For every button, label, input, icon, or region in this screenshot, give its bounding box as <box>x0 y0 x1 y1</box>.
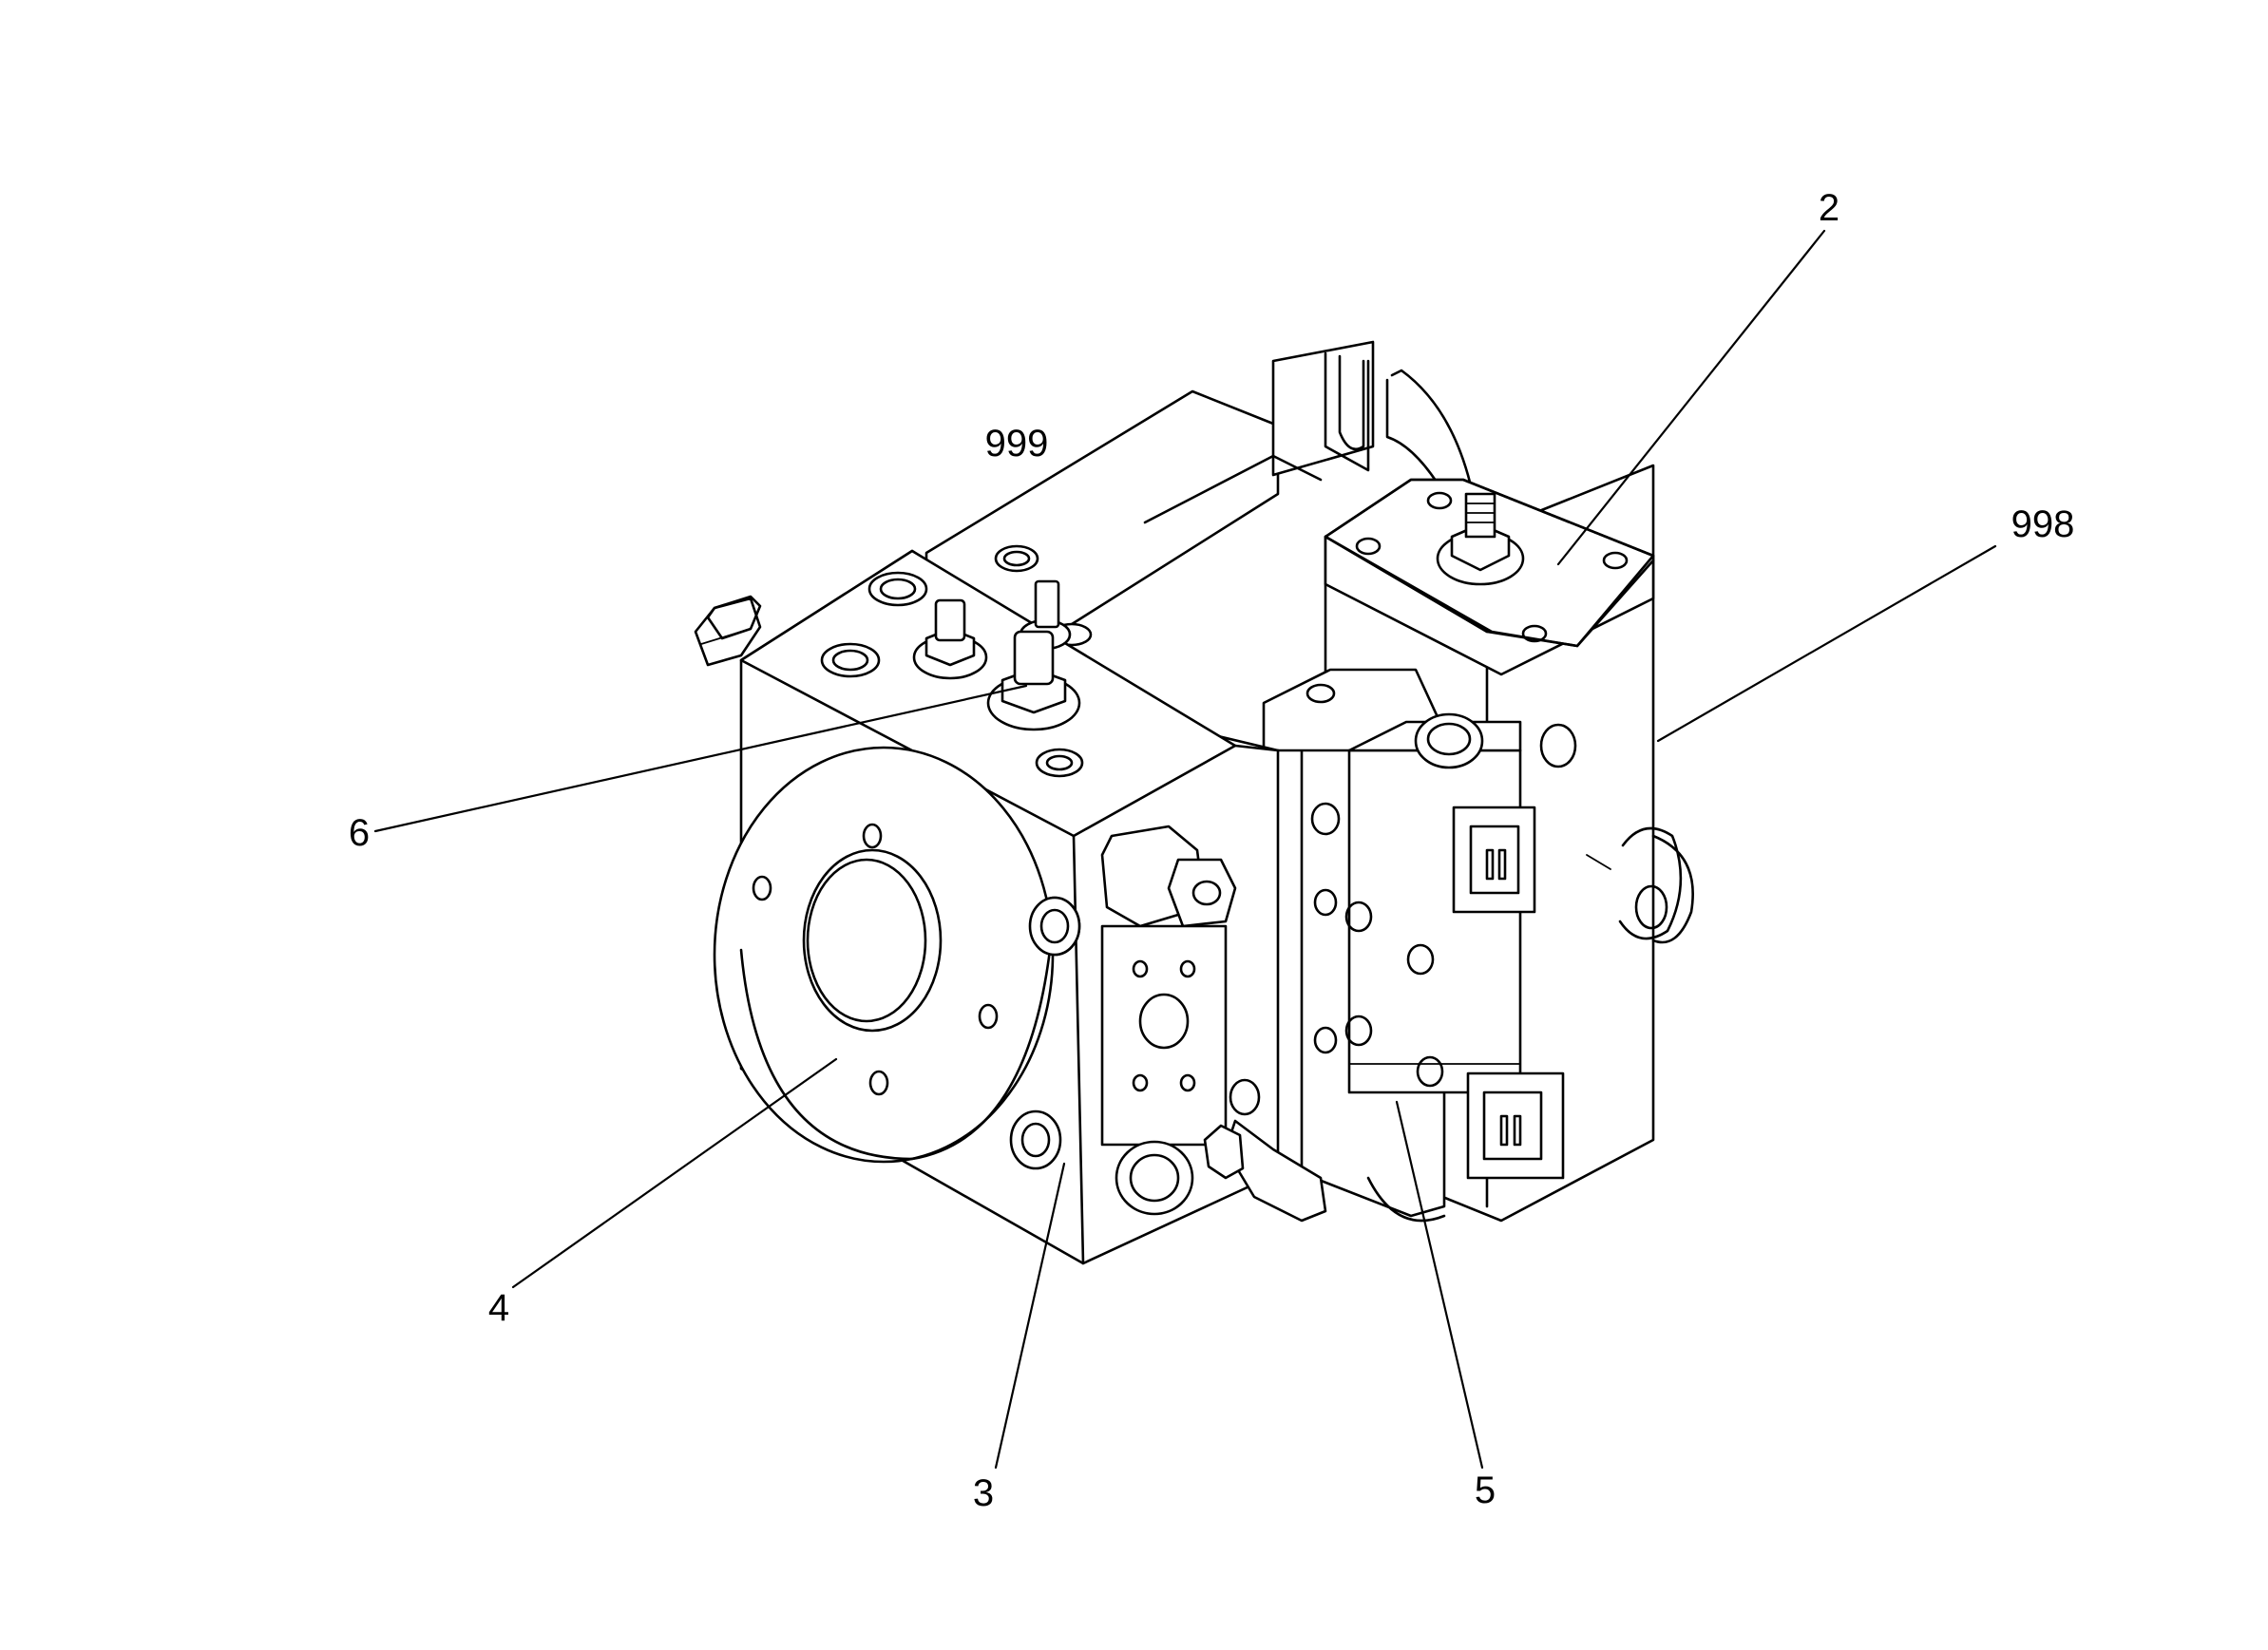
leader-2 <box>1556 229 1826 566</box>
callout-4: 4 <box>488 1287 509 1329</box>
callout-6: 6 <box>349 812 370 854</box>
solenoid-valve-block <box>1262 668 1565 1223</box>
top-cover-plate <box>1324 478 1655 676</box>
leader-3 <box>994 1162 1066 1470</box>
leader-6 <box>373 684 1028 833</box>
callout-999: 999 <box>985 423 1049 465</box>
leader-998 <box>1656 544 1997 743</box>
mounting-flange <box>713 746 1081 1164</box>
leader-lines <box>373 229 1997 1470</box>
leader-5 <box>1395 1100 1484 1470</box>
callout-998: 998 <box>2011 503 2075 545</box>
callout-2: 2 <box>1819 187 1839 229</box>
callout-3: 3 <box>973 1472 994 1514</box>
rear-housing <box>924 340 1475 724</box>
leader-4 <box>511 1057 838 1289</box>
callout-labels: 2 998 999 6 4 3 5 <box>349 187 2075 1514</box>
callout-5: 5 <box>1475 1470 1496 1511</box>
